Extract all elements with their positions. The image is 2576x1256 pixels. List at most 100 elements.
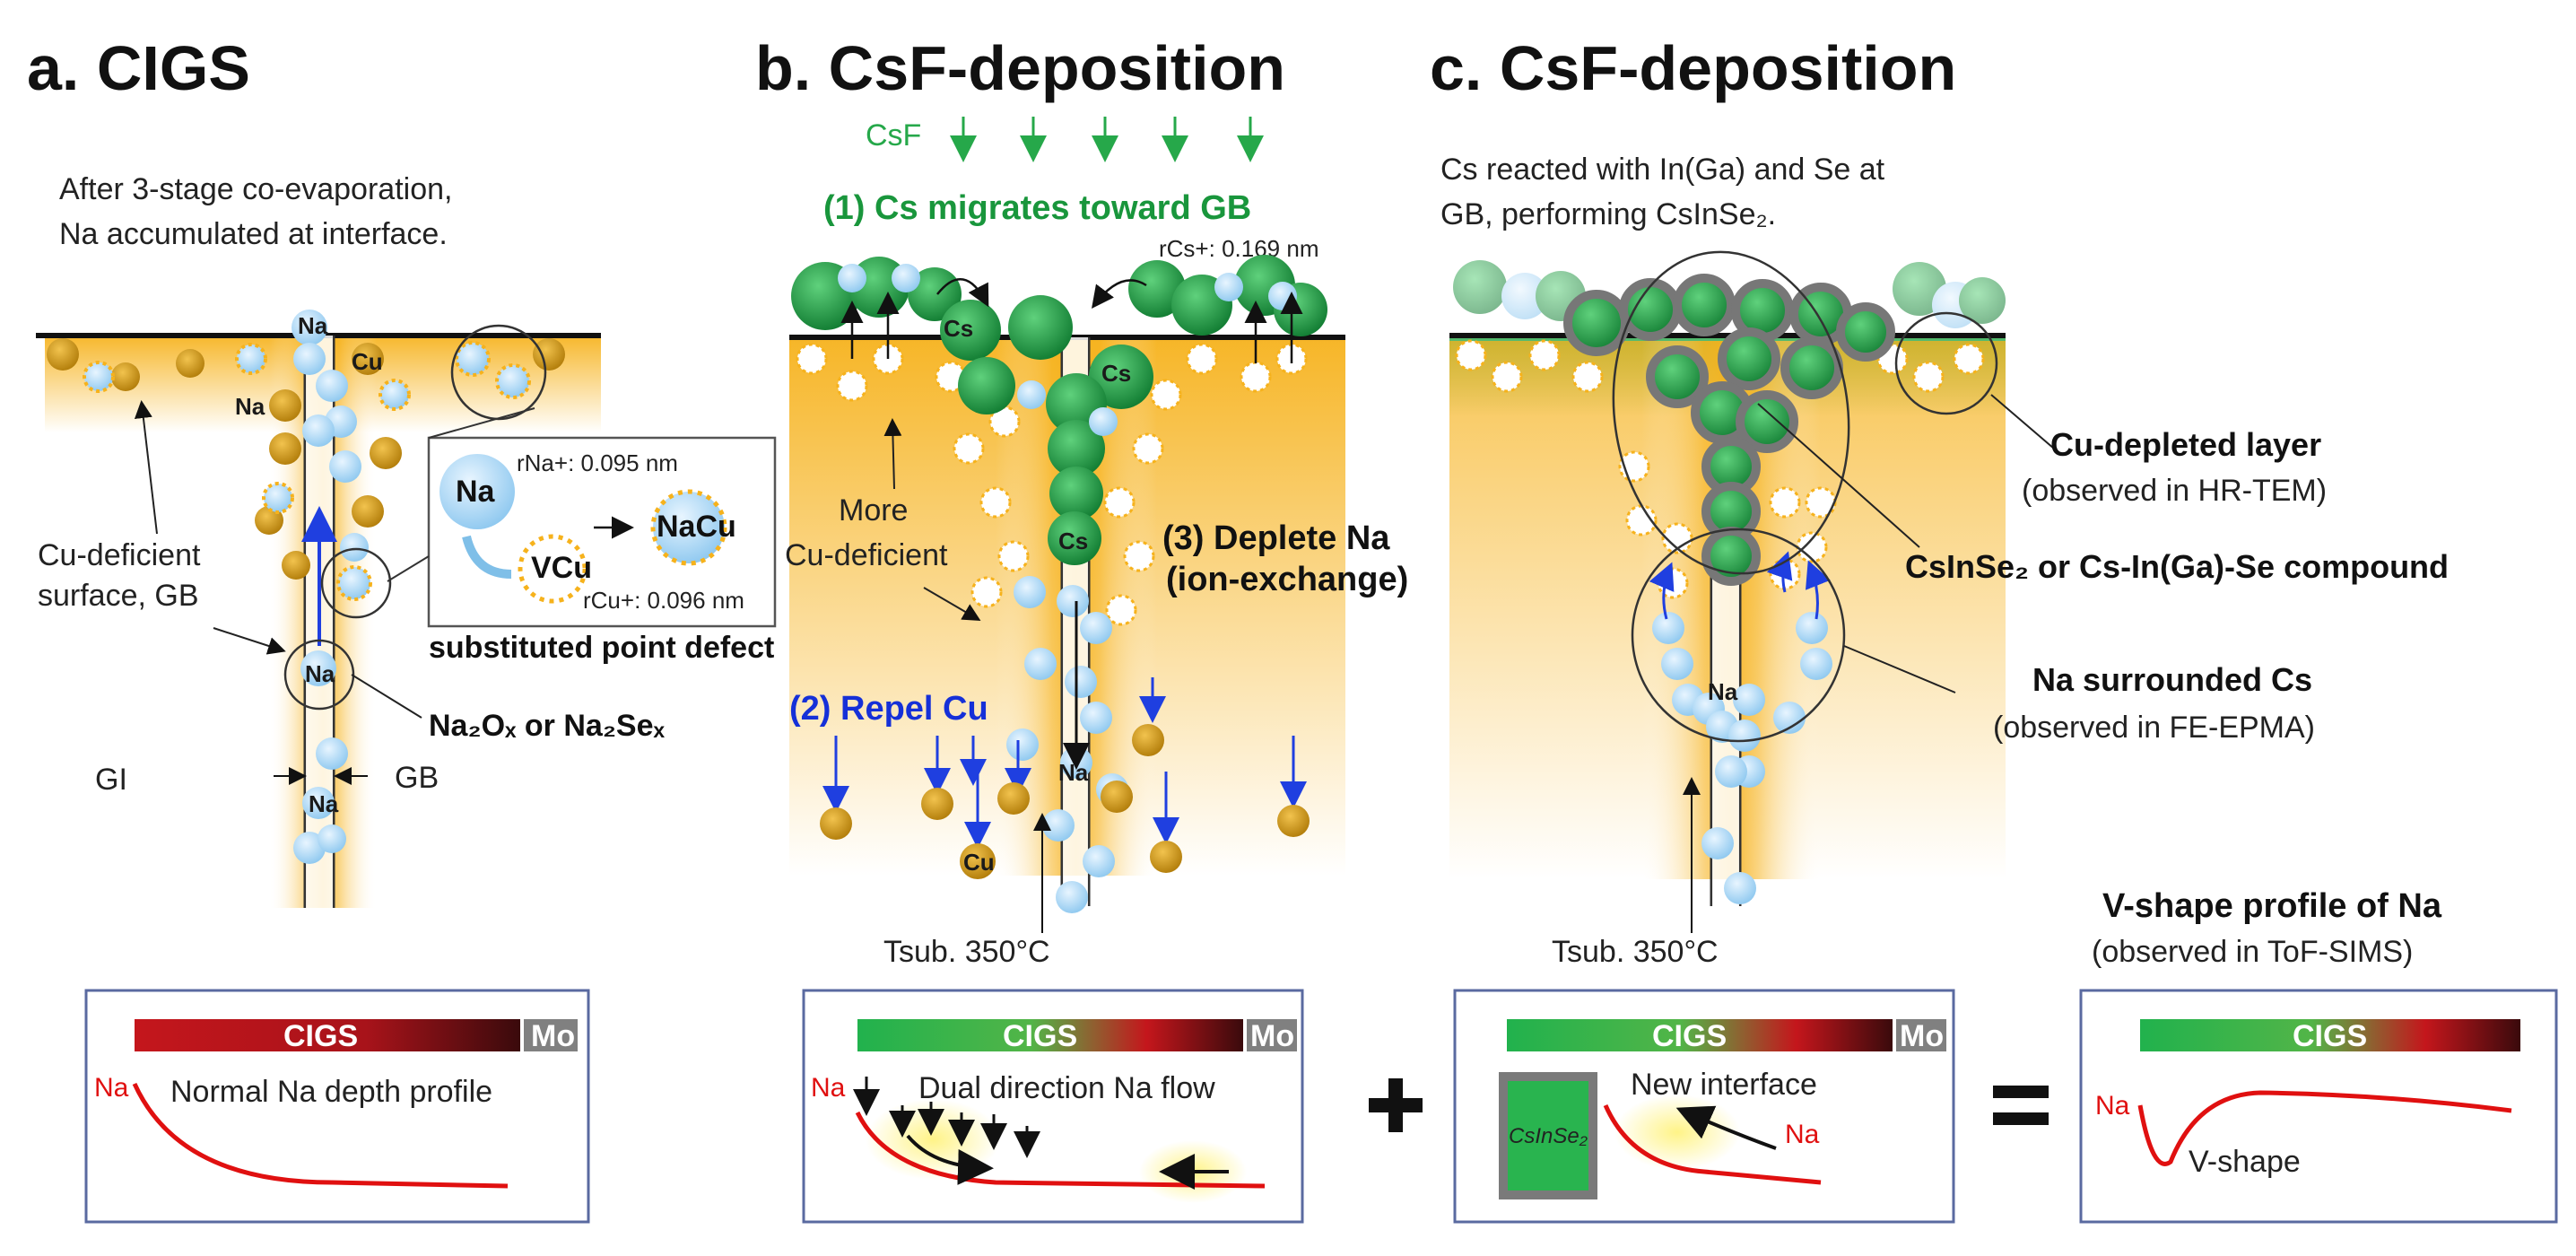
panel-c-leader-na [1843, 645, 1956, 693]
panel-c-circle-na [1631, 528, 1846, 743]
panel-a-label-cu-top: Cu [352, 348, 383, 375]
panel-b-profile-na: Na [811, 1073, 846, 1103]
panel-b-title: b. CsF-deposition [755, 33, 1285, 103]
panel-b-up-arrows [840, 292, 1303, 363]
panel-a-profile-bar-label: CIGS [283, 1019, 358, 1053]
panel-d-title: V-shape profile of Na [2102, 887, 2442, 925]
panel-c-title: c. CsF-deposition [1430, 33, 1956, 103]
panel-b-profile-curve-arrow [906, 1134, 994, 1185]
panel-c-tsub: Tsub. 350°C [1552, 935, 1719, 969]
panel-c-profile-bar-label: CIGS [1652, 1019, 1727, 1053]
panel-b-more-1: More [839, 493, 908, 528]
panel-c-desc-line2: GB, performing CsInSe₂. [1440, 197, 1776, 231]
panel-c-na-label: Na [1708, 678, 1738, 705]
panel-c-profile-mo [1896, 1019, 1946, 1051]
panel-a-inset-r-na: rNa+: 0.095 nm [517, 449, 678, 476]
panel-a-label-na-top: Na [298, 312, 328, 339]
panel-c-profile-glow [1614, 1095, 1740, 1170]
panel-c-profile-arrow [1675, 1105, 1777, 1150]
panel-a-inset-vacancy [518, 534, 587, 604]
panel-b-cs3: Cs [1058, 528, 1088, 554]
panel-c-profile-na: Na [1785, 1120, 1820, 1149]
panel-c-leader-cu-depleted [1990, 394, 2055, 449]
panel-b-step3-1: (3) Deplete Na [1162, 519, 1390, 557]
panel-b-curve-arrow-left [936, 278, 989, 308]
panel-a-arrow-gb [213, 627, 286, 655]
panel-c-profile-mo-label: Mo [1900, 1019, 1944, 1053]
panel-a-label-na-bottom: Na [309, 790, 339, 817]
panel-a-cu-deficient-1: Cu-deficient [38, 538, 201, 572]
panel-c-profile-box-label: CsInSe₂ [1509, 1124, 1588, 1148]
panel-b-profile-bar-label: CIGS [1003, 1019, 1077, 1053]
panel-c-cu-depleted: Cu-depleted layer [2050, 426, 2321, 463]
panel-c-circle-cu-depleted [1894, 311, 1998, 415]
panel-c-leader-csinse2 [1757, 403, 1920, 548]
panel-a-label-na-mid: Na [235, 393, 265, 420]
panel-a-cu-deficient-2: surface, GB [38, 579, 199, 613]
plus-operator [1369, 1078, 1423, 1132]
panel-b-r-cs: rCs+: 0.169 nm [1159, 235, 1318, 262]
panel-a-inset-r-cu: rCu+: 0.096 nm [583, 587, 744, 614]
panel-b-cs2: Cs [1101, 360, 1131, 387]
panel-b-csf-arrows [950, 117, 1264, 162]
panel-a-profile-na: Na [94, 1073, 129, 1103]
panel-c-na-surrounded: Na surrounded Cs [2032, 661, 2312, 698]
panel-d-subtitle: (observed in ToF-SIMS) [2092, 935, 2413, 969]
panel-d-profile-text: V-shape [2189, 1145, 2301, 1179]
panel-d-profile-na: Na [2095, 1091, 2130, 1121]
panel-c-csinse2: CsInSe₂ or Cs-In(Ga)-Se compound [1905, 548, 2449, 585]
panel-b-profile-down-arrows [853, 1077, 1040, 1158]
panel-a-inset-vcu: VCu [531, 551, 592, 585]
panel-b-step1: (1) Cs migrates toward GB [823, 189, 1251, 227]
panel-a-desc-line1: After 3-stage co-evaporation, [59, 172, 452, 206]
panel-c-profile-csinse2-box [1499, 1072, 1597, 1199]
panel-a-inset-connector-2 [387, 555, 430, 582]
panel-b-arrow-more-up [883, 418, 902, 490]
panel-a-highlight-defect [320, 547, 392, 619]
panel-c-na-balls [1652, 612, 1832, 904]
panel-c-blue-arrows [1649, 551, 1831, 620]
panel-c-profile-bar [1507, 1019, 1893, 1051]
panel-d: V-shape profile of Na (observed in ToF-S… [2079, 887, 2558, 1224]
panel-c-ellipse-csinse2 [1612, 250, 1850, 575]
panel-a-profile-mo [524, 1019, 578, 1051]
panel-b-na-label: Na [1058, 759, 1089, 786]
panel-a-profile-text: Normal Na depth profile [170, 1075, 492, 1109]
panel-a-profile-curve [132, 1082, 509, 1189]
panel-b-cu-balls [820, 724, 1310, 879]
panel-c: c. CsF-deposition Cs reacted with In(Ga)… [1430, 33, 2449, 1224]
panel-b-profile-text: Dual direction Na flow [918, 1071, 1215, 1105]
panel-a-gb-label: GB [395, 761, 439, 795]
panel-d-profile-bar-label: CIGS [2293, 1019, 2367, 1053]
panel-a-desc-line2: Na accumulated at interface. [59, 217, 448, 251]
panel-a-title: a. CIGS [27, 33, 250, 103]
panel-b-cu-label: Cu [963, 849, 995, 876]
panel-b-cs1: Cs [944, 315, 973, 342]
panel-d-profile-curve [2137, 1090, 2512, 1166]
panel-c-profile-text: New interface [1631, 1068, 1817, 1102]
panel-a-inset-na-ball [439, 454, 515, 529]
panel-c-profile-curve [1603, 1103, 1822, 1185]
panel-a-inset-nacu: NaCu [657, 510, 736, 544]
panel-c-fe-epma: (observed in FE-EPMA) [1993, 711, 2315, 745]
panel-b-more-2: Cu-deficient [785, 538, 948, 572]
panel-a-inset-curve-arrow [462, 535, 512, 579]
panel-a: a. CIGS After 3-stage co-evaporation, Na… [27, 33, 777, 1224]
panel-a-inset-caption: substituted point defect [429, 631, 774, 665]
panel-a-na-balls [83, 310, 531, 864]
panel-a-gi-label: GI [95, 763, 127, 797]
equals-operator [1993, 1086, 2049, 1125]
panel-c-hr-tem: (observed in HR-TEM) [2022, 474, 2327, 508]
panel-a-inset-connector [428, 407, 535, 439]
panel-b-blue-arrows [822, 677, 1307, 849]
panel-b-profile-mo [1247, 1019, 1297, 1051]
panel-c-desc-line1: Cs reacted with In(Ga) and Se at [1440, 153, 1885, 187]
panel-a-profile-bar [135, 1019, 520, 1051]
panel-b-arrow-more-down [923, 587, 981, 622]
panel-b: b. CsF-deposition CsF (1) Cs migrates to… [755, 33, 1408, 1224]
panel-b-profile-mo-label: Mo [1250, 1019, 1294, 1053]
panel-b-profile-bar [857, 1019, 1243, 1051]
panel-a-inset-nacu-ball [650, 489, 727, 566]
panel-b-csf-label: CsF [866, 118, 921, 153]
